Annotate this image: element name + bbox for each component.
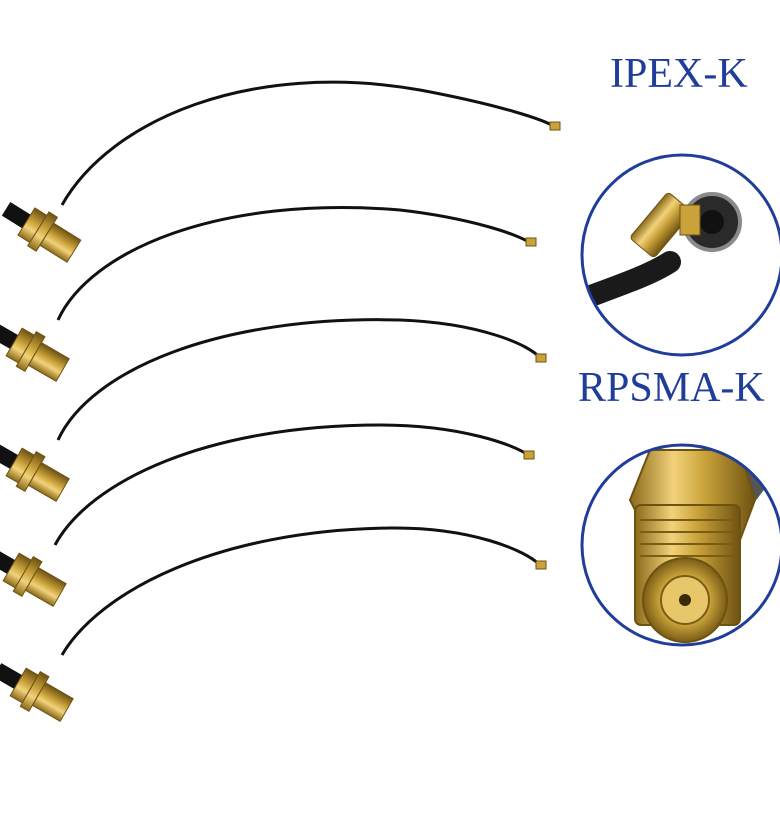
ipex-connector-icon — [630, 192, 742, 258]
cable-assembly-icon — [0, 423, 535, 607]
sma-connector-icon — [628, 449, 757, 643]
ipex-k-label: IPEX-K — [610, 51, 748, 97]
cable-assembly-icon — [0, 318, 547, 502]
rpsma-detail-circle — [580, 443, 780, 647]
ipex-detail-circle — [580, 153, 780, 357]
cable-assembly-icon — [1, 80, 561, 263]
rpsma-k-label: RPSMA-K — [578, 365, 765, 411]
cable-assembly-icon — [0, 206, 537, 382]
cable-assembly-icon — [0, 526, 547, 722]
